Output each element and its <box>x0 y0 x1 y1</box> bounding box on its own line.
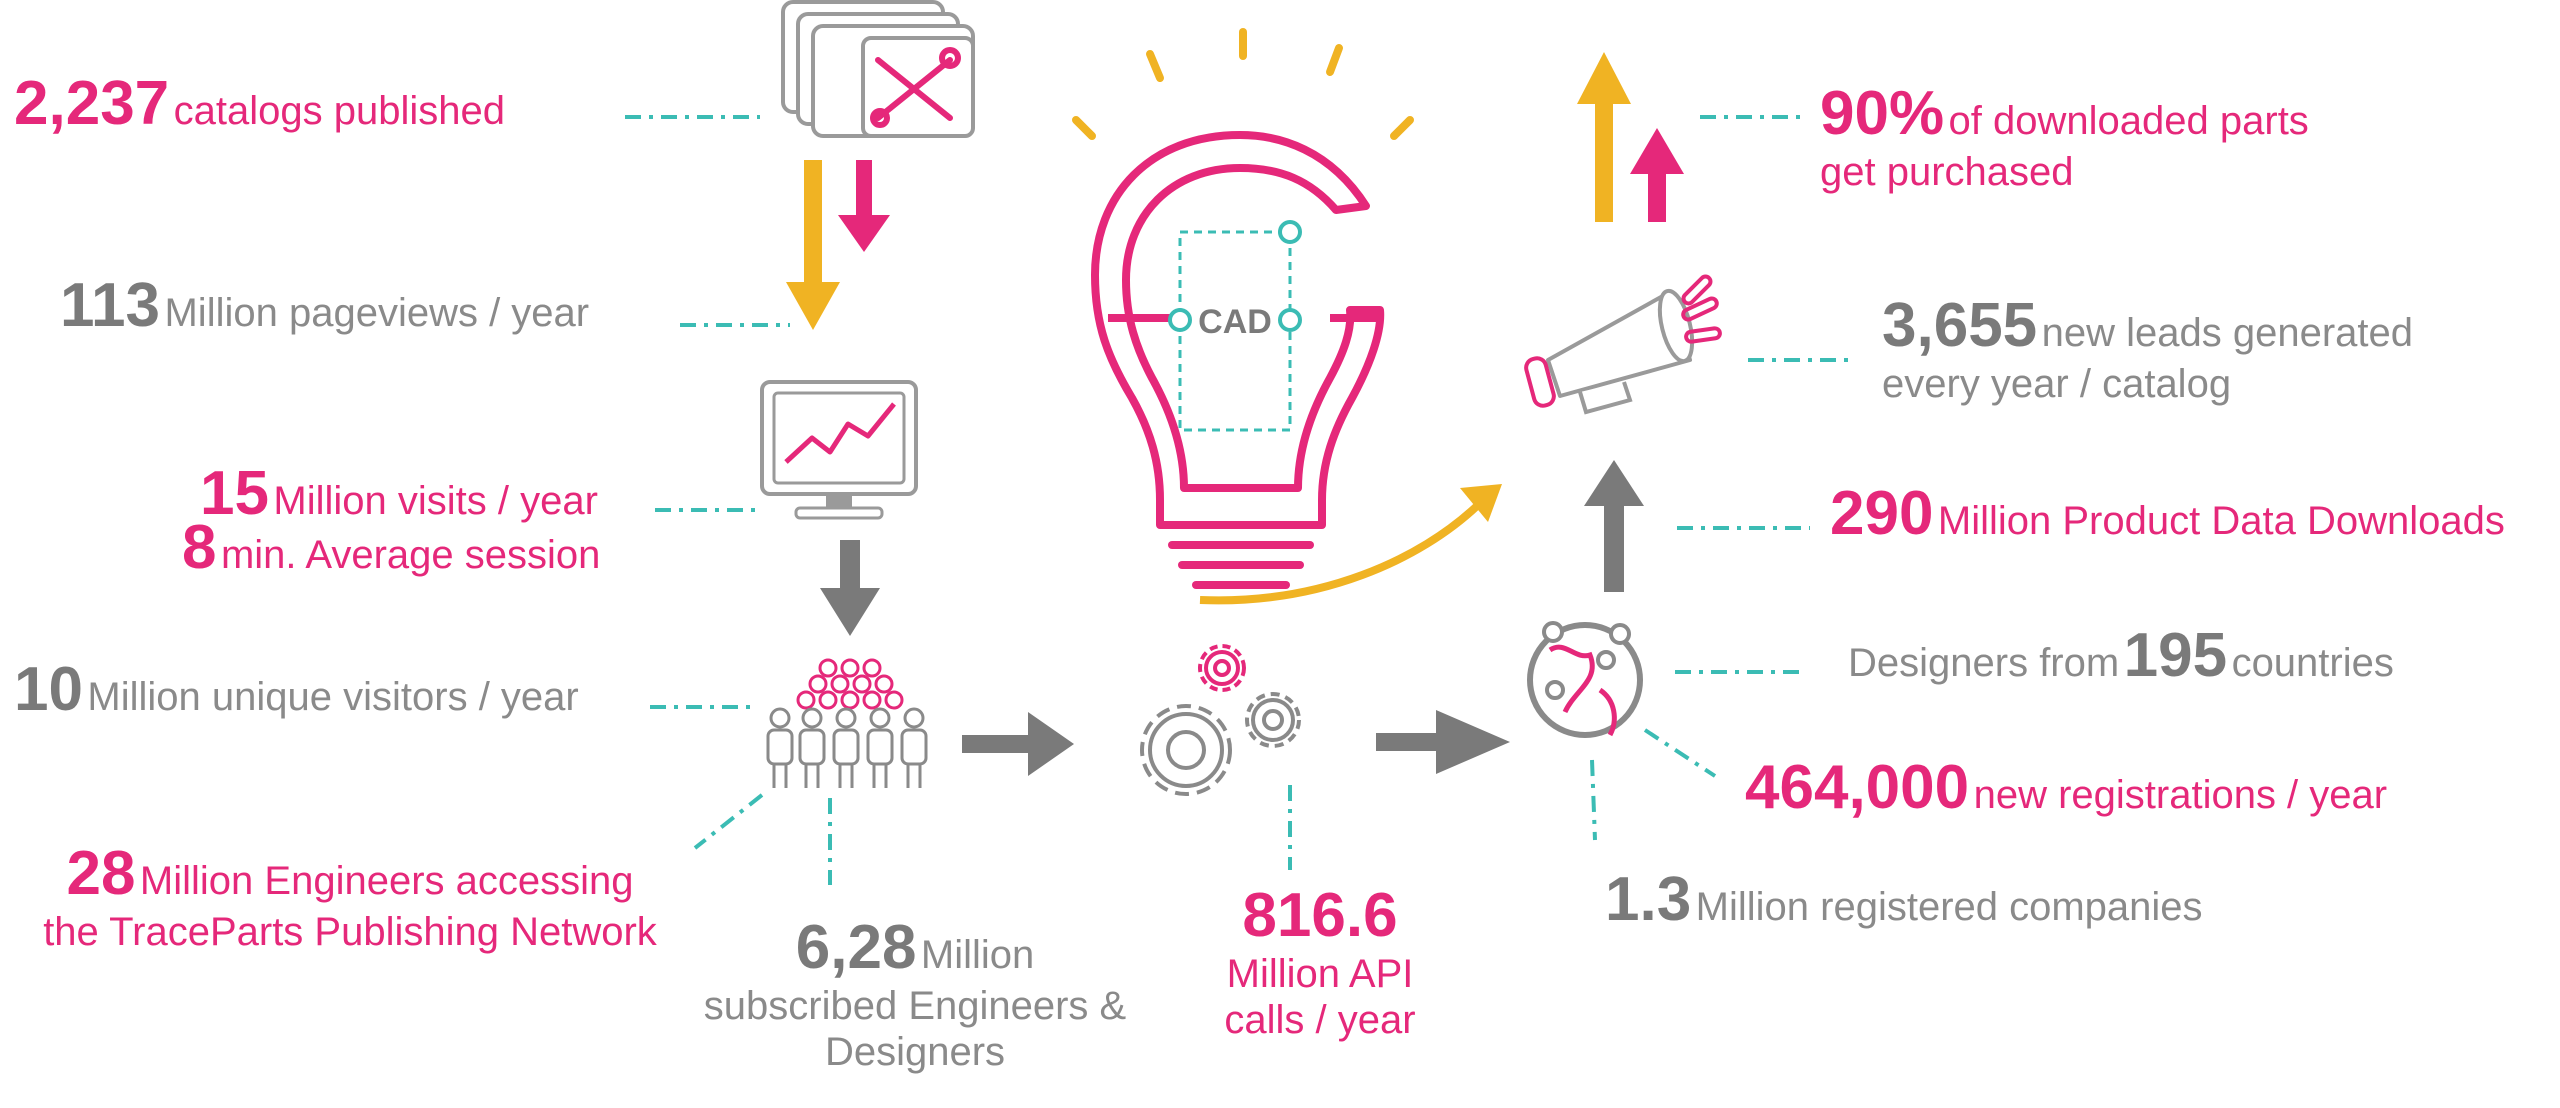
cad-lightbulb-icon: CAD <box>1072 28 1414 589</box>
arrow-up-pink <box>1630 128 1684 222</box>
stat-label-line2: the TraceParts Publishing Network <box>43 910 657 955</box>
stat-registrations: 464,000 new registrations / year <box>1745 752 2387 823</box>
stat-number: 464,000 <box>1745 753 1970 822</box>
gears-icon <box>1140 644 1301 796</box>
stat-number: 290 <box>1830 479 1934 548</box>
stat-countries: Designers from 195 countries <box>1848 620 2394 691</box>
stat-label: of downloaded parts <box>1948 99 2309 143</box>
stat-label: new leads generated <box>2041 311 2413 355</box>
bulb-cad-text: CAD <box>1198 303 1272 341</box>
stat-number: 28 <box>66 839 136 908</box>
stat-downloads: 290 Million Product Data Downloads <box>1830 478 2505 549</box>
stat-engineers: 28 Million Engineers accessing the Trace… <box>20 838 680 955</box>
stat-label-line1: Million API <box>1226 952 1414 997</box>
stat-label: Million <box>920 933 1035 977</box>
stat-number: 816.6 <box>1242 881 1398 950</box>
connector-lines <box>625 115 1855 885</box>
arrow-down-pink <box>838 160 890 252</box>
stat-label: Million unique visitors / year <box>87 675 579 719</box>
stat-label-line2: subscribed Engineers & <box>703 984 1127 1029</box>
stat-label: countries <box>2231 641 2394 685</box>
arrow-up-gray <box>1584 460 1644 592</box>
people-crowd-icon <box>766 658 928 788</box>
stat-number: 195 <box>2123 621 2228 690</box>
globe-pins-icon <box>1527 621 1643 738</box>
arrow-up-yellow <box>1577 52 1631 222</box>
stat-visits: 15 Million visits / year <box>200 458 598 529</box>
trend-monitor-icon <box>760 380 918 520</box>
stat-catalogs: 2,237 catalogs published <box>14 68 505 139</box>
arrow-right-gray-2 <box>1376 710 1510 774</box>
stat-label: Million registered companies <box>1695 885 2203 929</box>
stat-label: min. Average session <box>220 533 601 577</box>
stat-number: 3,655 <box>1882 291 2038 360</box>
stat-session: 8 min. Average session <box>182 512 600 583</box>
stat-label-line3: Designers <box>824 1030 1006 1075</box>
stat-number: 6,28 <box>795 913 917 982</box>
stat-label: Million Engineers accessing <box>139 859 634 903</box>
stat-number: 1.3 <box>1605 865 1692 934</box>
stat-label: Million pageviews / year <box>164 291 590 335</box>
stat-label: Million Product Data Downloads <box>1937 499 2505 543</box>
stat-api-calls: 816.6 Million API calls / year <box>1180 880 1460 1043</box>
stat-label: catalogs published <box>173 89 505 133</box>
stat-label: new registrations / year <box>1973 773 2388 817</box>
stat-leads: 3,655 new leads generated every year / c… <box>1882 290 2413 407</box>
arrow-down-gray-1 <box>820 540 880 636</box>
stat-unique-visitors: 10 Million unique visitors / year <box>14 654 579 725</box>
stat-companies: 1.3 Million registered companies <box>1605 864 2203 935</box>
stat-number: 10 <box>14 655 83 724</box>
megaphone-icon <box>1524 274 1722 415</box>
stat-subscribed: 6,28 Million subscribed Engineers & Desi… <box>680 912 1150 1075</box>
stat-pageviews: 113 Million pageviews / year <box>60 270 589 341</box>
stat-label-line2: calls / year <box>1224 998 1416 1043</box>
stat-label-line2: get purchased <box>1820 150 2074 195</box>
arrow-right-gray-1 <box>962 712 1074 776</box>
stat-number: 113 <box>60 271 161 340</box>
stat-label-line2: every year / catalog <box>1882 362 2232 407</box>
stat-number: 8 <box>182 513 217 582</box>
stat-purchased: 90% of downloaded parts get purchased <box>1820 78 2309 195</box>
stat-number: 90% <box>1820 79 1945 148</box>
curved-arrow-yellow <box>1199 484 1502 605</box>
stat-prefix: Designers from <box>1848 641 2120 685</box>
arrow-down-yellow <box>786 160 840 330</box>
stat-number: 2,237 <box>14 69 170 138</box>
stat-label: Million visits / year <box>273 479 598 523</box>
stat-number: 15 <box>200 459 269 528</box>
catalog-tools-icon <box>781 0 975 138</box>
